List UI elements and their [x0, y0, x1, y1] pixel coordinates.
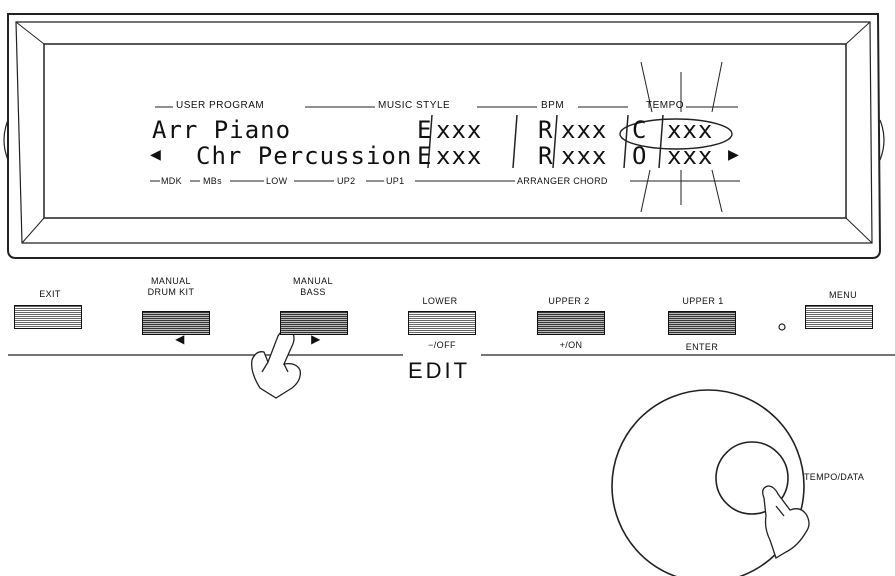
- lower-label: LOWER: [422, 296, 458, 306]
- manual-drum-kit-label-line1: MANUAL: [151, 276, 191, 286]
- manual-drum-kit-label-line2: DRUM KIT: [147, 287, 195, 297]
- lcd-line2-name: Chr Percussion: [196, 142, 413, 170]
- menu-button[interactable]: [805, 305, 873, 329]
- label-mdk: MDK: [161, 176, 182, 186]
- manual-drum-kit-arrow-icon: ◀: [175, 332, 185, 346]
- header-music-style: MUSIC STYLE: [378, 100, 451, 111]
- lcd-line2-e-flag: E: [417, 142, 433, 170]
- upper1-label: UPPER 1: [682, 296, 724, 306]
- header-user-program: USER PROGRAM: [176, 100, 265, 111]
- upper2-caption: +/ON: [559, 340, 583, 350]
- hand-icon: [251, 329, 301, 399]
- lcd-line1-c-value: xxx: [667, 116, 714, 144]
- lcd-line2-e-value: xxx: [436, 142, 483, 170]
- lcd-right-arrow: ▶: [728, 144, 740, 165]
- menu-label: MENU: [828, 290, 858, 300]
- label-up2: UP2: [337, 176, 356, 186]
- lcd-line1-c-flag: C: [632, 116, 648, 144]
- lower-caption: −/OFF: [428, 340, 456, 350]
- manual-drum-kit-button[interactable]: [142, 311, 210, 335]
- lcd-line2-r-value: xxx: [561, 142, 608, 170]
- lower-button[interactable]: [408, 311, 476, 335]
- exit-label: EXIT: [39, 289, 61, 299]
- upper1-caption: ENTER: [685, 342, 719, 352]
- label-low: LOW: [266, 176, 288, 186]
- lcd-line2-c-flag: O: [632, 142, 648, 170]
- label-arranger-chord: ARRANGER CHORD: [517, 176, 608, 186]
- exit-button[interactable]: [14, 305, 82, 329]
- upper2-label: UPPER 2: [548, 296, 590, 306]
- upper2-button[interactable]: [537, 311, 605, 335]
- lcd-line1-name: Arr Piano: [152, 116, 292, 144]
- tempo-data-label: TEMPO/DATA: [804, 472, 865, 482]
- label-up1: UP1: [386, 176, 405, 186]
- lcd-line2-c-value: xxx: [667, 142, 714, 170]
- manual-bass-arrow-icon: ▶: [311, 332, 321, 346]
- lcd-line2-r-flag: R: [538, 142, 554, 170]
- lcd-line1-r-value: xxx: [561, 116, 608, 144]
- lcd-line1-e-value: xxx: [436, 116, 483, 144]
- lcd-line1-e-flag: E: [417, 116, 433, 144]
- dial-hand-icon: [762, 485, 810, 559]
- manual-bass-button[interactable]: [280, 311, 348, 335]
- header-bpm: BPM: [541, 100, 565, 111]
- label-mbs: MBs: [203, 176, 222, 186]
- lcd-line1-r-flag: R: [538, 116, 554, 144]
- manual-bass-label-line1: MANUAL: [293, 276, 333, 286]
- upper1-button[interactable]: [668, 311, 736, 335]
- manual-bass-label-line2: BASS: [300, 287, 326, 297]
- header-tempo: TEMPO: [646, 100, 685, 111]
- edit-section-label: EDIT: [408, 358, 471, 383]
- lcd-left-arrow: ◀: [150, 144, 162, 165]
- tempo-data-dial[interactable]: [716, 442, 788, 514]
